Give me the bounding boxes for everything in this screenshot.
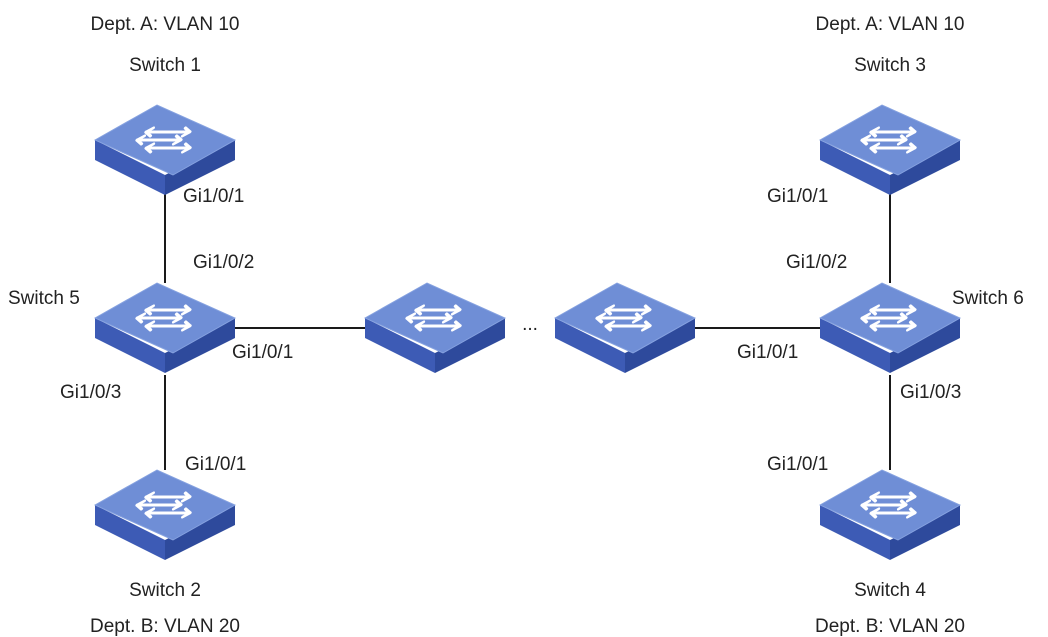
port-label-switch1-down: Gi1/0/1: [183, 186, 244, 207]
switch-3-icon: [820, 105, 960, 195]
port-label-switch5-right: Gi1/0/1: [232, 342, 293, 363]
switch-5-icon: [95, 283, 235, 373]
switch-2-icon: [95, 470, 235, 560]
switch-1-dept-label: Dept. A: VLAN 10: [91, 14, 240, 35]
switch-4-dept-label: Dept. B: VLAN 20: [815, 616, 965, 637]
switch-3-name-label: Switch 3: [854, 55, 926, 76]
port-label-switch6-down: Gi1/0/3: [900, 382, 961, 403]
port-label-switch3-down: Gi1/0/1: [767, 186, 828, 207]
switch-2-dept-label: Dept. B: VLAN 20: [90, 616, 240, 637]
switch-3-dept-label: Dept. A: VLAN 10: [816, 14, 965, 35]
port-label-switch4-up: Gi1/0/1: [767, 454, 828, 475]
middle-switch-left-icon: [365, 283, 505, 373]
port-label-switch5-down: Gi1/0/3: [60, 382, 121, 403]
middle-switch-right-icon: [555, 283, 695, 373]
switch-4-name-label: Switch 4: [854, 580, 926, 601]
ellipsis-label: ...: [522, 314, 538, 335]
switch-1-icon: [95, 105, 235, 195]
links: [164, 185, 891, 470]
port-label-switch6-up: Gi1/0/2: [786, 252, 847, 273]
switch-6-name-label: Switch 6: [952, 288, 1024, 309]
port-label-switch5-up: Gi1/0/2: [193, 252, 254, 273]
port-label-switch2-up: Gi1/0/1: [185, 454, 246, 475]
switch-4-icon: [820, 470, 960, 560]
port-label-switch6-left: Gi1/0/1: [737, 342, 798, 363]
switch-6-icon: [820, 283, 960, 373]
switch-5-name-label: Switch 5: [8, 288, 80, 309]
switch-2-name-label: Switch 2: [129, 580, 201, 601]
switch-1-name-label: Switch 1: [129, 55, 201, 76]
